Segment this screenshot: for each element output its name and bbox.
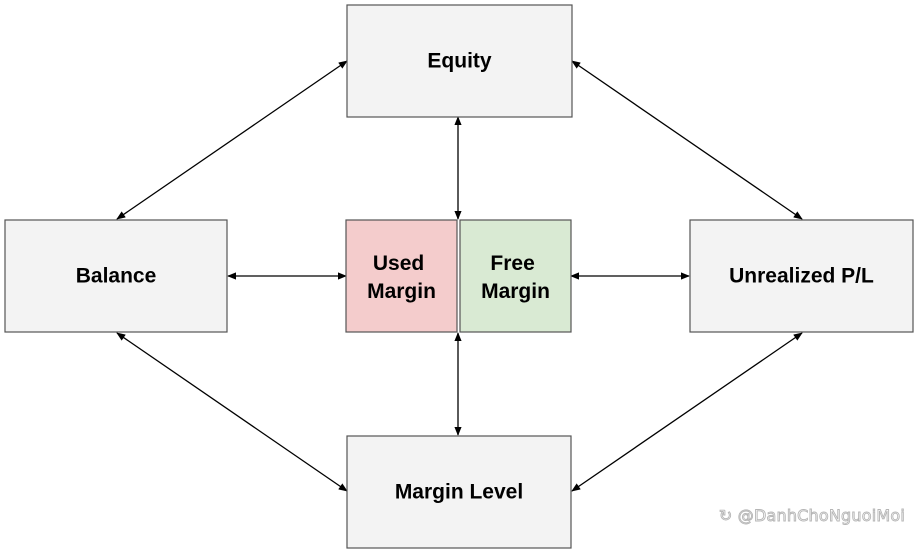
used-margin-box <box>345 219 458 333</box>
arrow-balance-margin-level <box>116 332 348 492</box>
free-margin-node: Free Margin <box>459 219 572 333</box>
free-margin-box <box>459 219 572 333</box>
watermark-logo-icon: ↻ <box>718 506 733 526</box>
used-margin-label-line2: Margin <box>367 280 436 303</box>
balance-label: Balance <box>76 265 157 288</box>
equity-node: Equity <box>346 4 573 118</box>
watermark-text: @DanhChoNguoiMoi <box>737 506 905 526</box>
watermark: ↻ @DanhChoNguoiMoi <box>718 506 905 526</box>
unrealized-pl-box <box>689 219 914 333</box>
used-margin-label-line1: Used <box>373 252 424 275</box>
arrow-equity-balance <box>116 60 348 220</box>
connectors <box>116 60 803 492</box>
arrow-equity-unrealized-pl <box>571 60 803 220</box>
free-margin-label-line2: Margin <box>481 280 550 303</box>
equity-label: Equity <box>427 50 491 73</box>
free-margin-label: Free Margin <box>481 252 550 303</box>
equity-box <box>346 4 573 118</box>
unrealized-pl-node: Unrealized P/L <box>689 219 914 333</box>
used-margin-node: Used Margin <box>345 219 458 333</box>
free-margin-label-line1: Free <box>490 252 534 275</box>
unrealized-pl-label: Unrealized P/L <box>729 265 874 288</box>
margin-level-node: Margin Level <box>346 435 572 549</box>
margin-level-box <box>346 435 572 549</box>
arrow-unrealized-pl-margin-level <box>571 332 803 492</box>
margin-level-label: Margin Level <box>395 481 523 504</box>
used-margin-label: Used Margin <box>367 252 436 303</box>
balance-box <box>4 219 228 333</box>
balance-node: Balance <box>4 219 228 333</box>
